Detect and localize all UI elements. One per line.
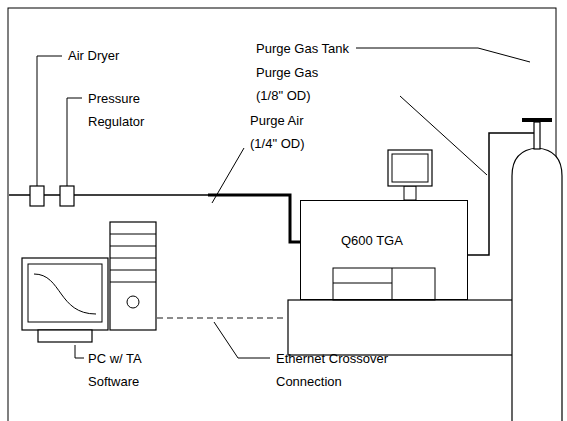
part-label: Pressure Regulator — [88, 87, 156, 133]
label-holder: PC w/ TA Software — [88, 347, 150, 393]
label-holder: Ethernet Crossover Connection — [276, 347, 400, 393]
pc-screen — [28, 264, 102, 322]
power-button — [127, 296, 139, 308]
instrument-box: Q600 TGA — [300, 200, 468, 300]
part-label: Ethernet Crossover Connection — [276, 347, 400, 393]
label-holder: Purge Air (1/4" OD) — [250, 109, 324, 155]
leader-line — [67, 98, 82, 186]
pc-tower — [110, 222, 156, 330]
monitor-stand — [38, 330, 92, 342]
air-dryer — [30, 186, 44, 206]
gas-tank — [512, 148, 562, 421]
pressure-regulator — [60, 186, 74, 206]
leader-line — [356, 48, 530, 62]
leader-line — [212, 148, 244, 203]
frame — [8, 8, 556, 421]
purge-air-tube — [208, 195, 300, 242]
drawer-divider — [392, 268, 393, 300]
tga-base — [288, 300, 515, 355]
ethernet-cable — [157, 317, 288, 319]
leader-line — [37, 56, 62, 186]
tank-valve — [534, 122, 540, 149]
pc-monitor — [22, 258, 108, 330]
part-label: Air Dryer — [68, 44, 158, 67]
tga-monitor — [388, 150, 432, 186]
valve-handle — [522, 118, 552, 122]
label-holder: Pressure Regulator — [88, 87, 156, 133]
part-label: PC w/ TA Software — [88, 347, 150, 393]
leader-line — [75, 345, 84, 358]
label-holder: Purge Gas (1/8" OD) — [256, 61, 330, 107]
label-holder: Air Dryer — [68, 44, 158, 67]
drive-bays — [110, 234, 156, 282]
leader-line — [214, 322, 270, 358]
tga-curve — [34, 274, 96, 314]
part-label: Purge Air (1/4" OD) — [250, 109, 324, 155]
part-label: Purge Gas (1/8" OD) — [256, 61, 330, 107]
drawer-divider — [333, 283, 392, 284]
part-label: Purge Gas Tank — [256, 37, 396, 60]
tga-screen — [392, 154, 428, 182]
tga-drawers — [333, 268, 435, 300]
instrument-name: Q600 TGA — [341, 231, 467, 251]
label-holder: Purge Gas Tank — [256, 37, 396, 60]
monitor-neck — [404, 186, 416, 200]
